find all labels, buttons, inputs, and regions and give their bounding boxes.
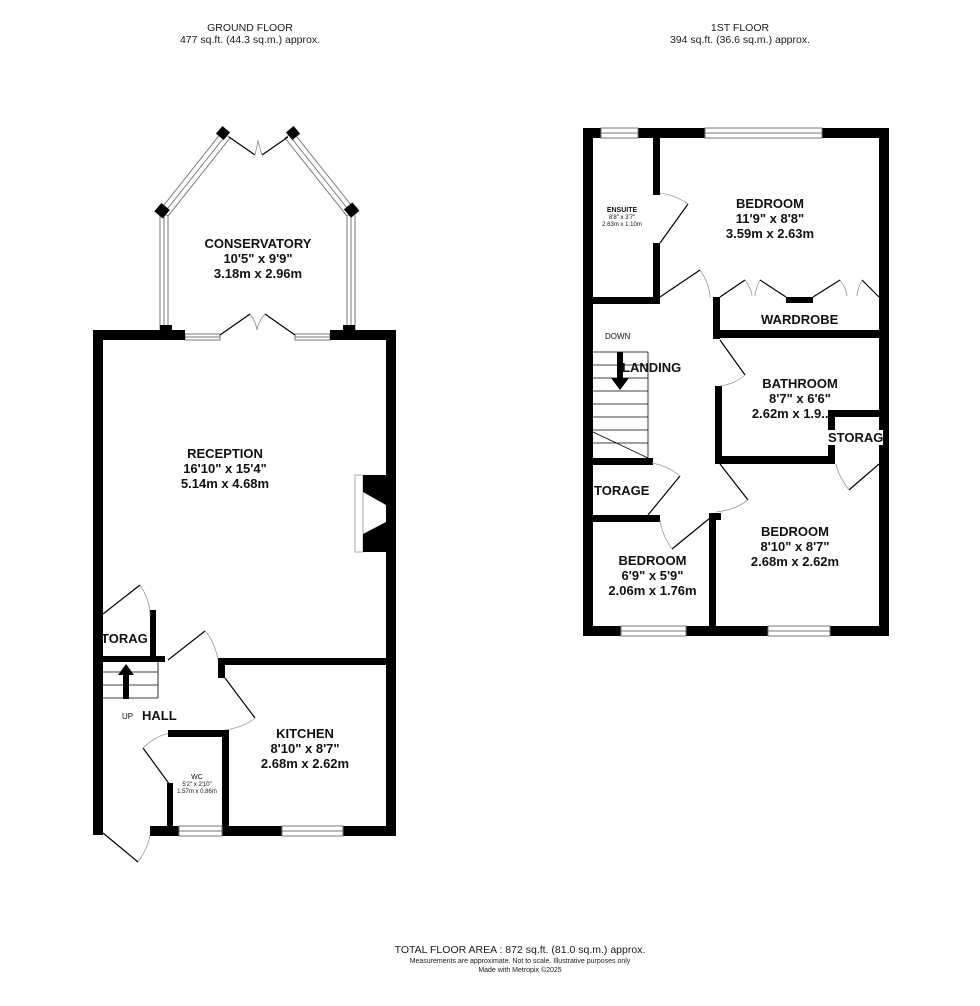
ground-floor-area: 477 sq.ft. (44.3 sq.m.) approx. (179, 34, 321, 46)
label-landing: LANDING (622, 360, 682, 375)
room-imperial: 8'10" x 8'7" (760, 539, 830, 554)
room-metric: 3.18m x 2.96m (213, 266, 303, 281)
room-name: CONSERVATORY (204, 236, 312, 251)
label-stairs-down: DOWN (605, 332, 631, 341)
room-reception: RECEPTION 16'10" x 15'4" 5.14m x 4.68m (155, 446, 295, 491)
room-name: WC (191, 774, 203, 781)
room-metric: 2.68m x 2.62m (260, 756, 350, 771)
room-kitchen: KITCHEN 8'10" x 8'7" 2.68m x 2.62m (240, 726, 370, 771)
label-storage-left: TORAGE (594, 483, 650, 498)
room-name: RECEPTION (187, 446, 263, 461)
room-metric: 1.57m x 0.86m (177, 789, 217, 795)
room-imperial: 5'2" x 2'10" (182, 782, 212, 788)
room-imperial: 16'10" x 15'4" (183, 461, 267, 476)
room-name: ENSUITE (606, 207, 638, 214)
first-floor-plan (583, 127, 889, 637)
room-metric: 2.62m x 1.9... (751, 406, 833, 421)
room-bedroom-2: BEDROOM 8'10" x 8'7" 2.68m x 2.62m (735, 524, 855, 569)
room-metric: 3.59m x 2.63m (725, 226, 815, 241)
room-metric: 2.06m x 1.76m (608, 583, 697, 598)
footer: TOTAL FLOOR AREA : 872 sq.ft. (81.0 sq.m… (330, 944, 710, 975)
room-imperial: 8'7" x 6'6" (769, 391, 831, 406)
room-imperial: 10'5" x 9'9" (223, 251, 293, 266)
room-name: KITCHEN (276, 726, 334, 741)
room-imperial: 6'9" x 5'9" (621, 568, 684, 583)
label-hall: HALL (142, 708, 177, 723)
label-storage-ground: TORAG (101, 631, 148, 646)
ground-floor-header: GROUND FLOOR 477 sq.ft. (44.3 sq.m.) app… (130, 22, 370, 46)
room-name: BEDROOM (761, 524, 829, 539)
room-name: BEDROOM (736, 196, 804, 211)
room-metric: 2.63m x 1.10m (602, 222, 642, 228)
room-imperial: 11'9" x 8'8" (735, 211, 805, 226)
room-imperial: 8'8" x 3'7" (608, 215, 636, 221)
room-metric: 5.14m x 4.68m (180, 476, 270, 491)
room-master-bedroom: BEDROOM 11'9" x 8'8" 3.59m x 2.63m (710, 196, 830, 241)
room-metric: 2.68m x 2.62m (750, 554, 840, 569)
room-bathroom: BATHROOM 8'7" x 6'6" 2.62m x 1.9... (740, 376, 860, 421)
room-conservatory: CONSERVATORY 10'5" x 9'9" 3.18m x 2.96m (178, 236, 338, 281)
label-stairs-up: UP (122, 712, 134, 721)
label-wardrobe: WARDROBE (761, 312, 839, 327)
credit: Made with Metropix ©2025 (478, 967, 562, 974)
disclaimer: Measurements are approximate. Not to sca… (409, 958, 631, 965)
room-name: BATHROOM (762, 376, 838, 391)
room-wc: WC 5'2" x 2'10" 1.57m x 0.86m (172, 774, 222, 796)
room-imperial: 8'10" x 8'7" (270, 741, 340, 756)
label-storage-right: STORAG (828, 430, 884, 445)
ground-floor-title: GROUND FLOOR (207, 22, 293, 34)
room-bedroom-3: BEDROOM 6'9" x 5'9" 2.06m x 1.76m (595, 553, 710, 598)
ground-floor-plan (93, 125, 396, 863)
first-floor-title: 1ST FLOOR (710, 22, 770, 34)
total-floor-area: TOTAL FLOOR AREA : 872 sq.ft. (81.0 sq.m… (394, 944, 646, 956)
first-floor-area: 394 sq.ft. (36.6 sq.m.) approx. (669, 34, 811, 46)
first-floor-header: 1ST FLOOR 394 sq.ft. (36.6 sq.m.) approx… (620, 22, 860, 46)
room-name: BEDROOM (618, 553, 687, 568)
room-ensuite: ENSUITE 8'8" x 3'7" 2.63m x 1.10m (591, 207, 653, 229)
